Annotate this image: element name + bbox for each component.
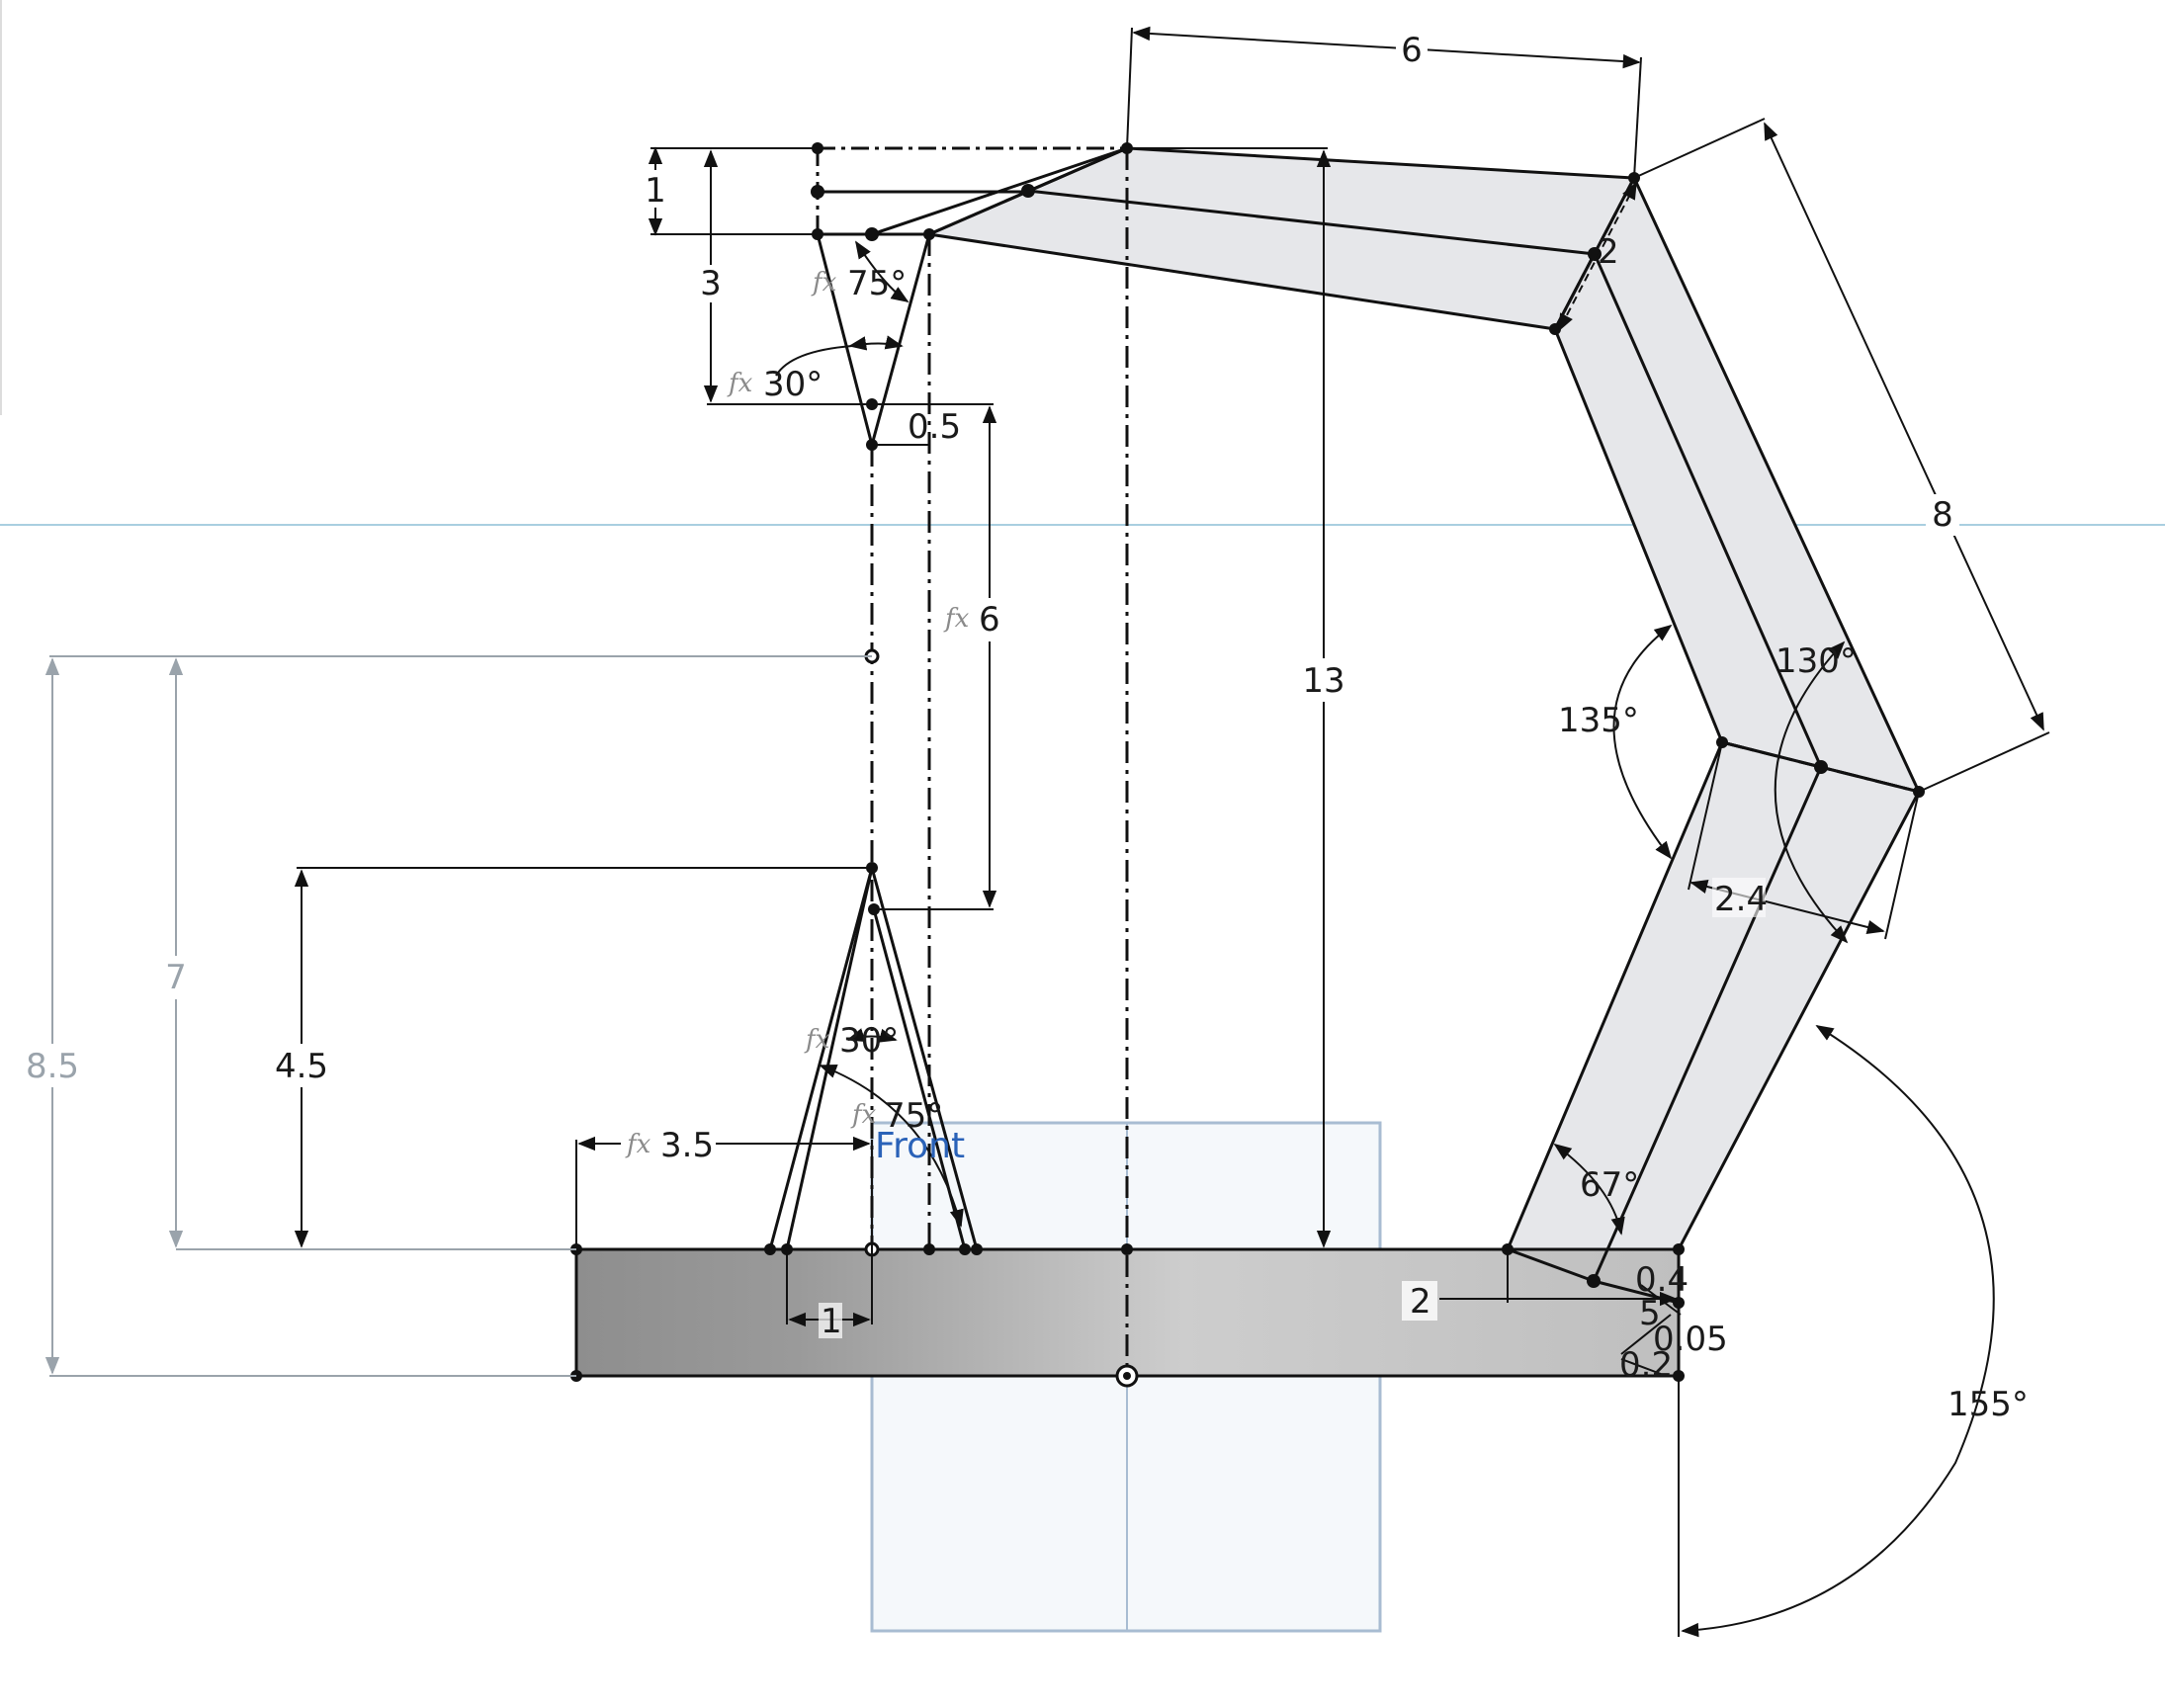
dim-right-ext1 [1633,118,1766,179]
front-plane-label[interactable]: Front [875,1126,965,1166]
dim-angle-bot-30-label[interactable]: 30° [839,1021,899,1061]
bottom-triangle-inner [785,867,874,1250]
dim-angle-top-30-label[interactable]: 30° [763,365,823,404]
dim-top-width-ext1 [1126,27,1133,149]
dim-right-2-label[interactable]: 2 [1598,232,1619,272]
dim-67-arc[interactable] [1553,1143,1625,1236]
dim-bottom-2-label[interactable]: 2 [1410,1282,1431,1322]
dim-top-30-arc[interactable] [848,335,904,351]
dim-right-2-line[interactable] [1558,181,1637,332]
dim-135-arc[interactable] [1612,624,1673,860]
dim-angle-top-75-label[interactable]: 75° [847,264,907,303]
fx-icon: fx [804,1025,830,1055]
dim-small-0-05-label[interactable]: 0.05 [1653,1320,1728,1359]
dim-small-cluster [1620,1284,1682,1375]
dim-bot-30-arc[interactable] [846,1028,898,1043]
dim-right-line[interactable] [1764,122,2044,731]
dim-top-width-line[interactable] [1132,26,1641,69]
dim-offset-label[interactable]: 0.5 [908,407,961,447]
fx-icon: fx [850,1100,877,1130]
dim-thickness-label[interactable]: 1 [645,171,666,211]
dim-top-75-arc[interactable] [855,240,909,302]
dim-155-arc[interactable] [1681,1025,1995,1638]
dim-angle-67-label[interactable]: 67° [1580,1165,1639,1205]
dim-top-width-label[interactable]: 6 [1401,31,1423,70]
fx-icon: fx [727,369,753,398]
top-arm-region[interactable] [923,146,1637,331]
dim-right-ext2 [1918,731,2050,793]
origin-point[interactable] [1115,1364,1139,1388]
dim-stem-label[interactable]: 6 [979,600,1000,640]
dim-depth-label[interactable]: 3 [700,264,722,303]
dim-top-width-ext2 [1633,56,1642,179]
dim-7-label[interactable]: 7 [165,958,187,997]
dim-offset-3-5-label[interactable]: 3.5 [660,1126,714,1165]
dimension-labels: 6 1 3 fx 75° fx 30° 0.5 fx 6 13 8 2 135°… [22,28,2029,1424]
inner-arm-line [1027,189,1823,1282]
fx-icon: fx [943,604,970,634]
dim-small-5-label[interactable]: 5 [1639,1294,1661,1333]
arm-bottom-edge [1507,1247,1595,1283]
fx-icon: fx [811,268,837,298]
dim-width-2-4-label[interactable]: 2.4 [1714,880,1768,919]
dim-angle-155-label[interactable]: 155° [1948,1385,2029,1424]
dim-130-arc[interactable] [1774,640,1849,944]
dim-bot-75-arc[interactable] [819,1065,964,1228]
dim-8-5-label[interactable]: 8.5 [26,1047,79,1086]
dim-width-1-label[interactable]: 1 [821,1302,842,1341]
fx-icon: fx [625,1130,651,1159]
dim-angle-130-label[interactable]: 130° [1775,641,1857,681]
dim-height-label[interactable]: 13 [1302,661,1344,701]
dim-small-0-2-label[interactable]: 0.2 [1619,1345,1673,1385]
dim-top-30-leader [775,345,853,377]
right-arm-lower-region[interactable] [1505,740,1922,1251]
dim-angle-bot-75-label[interactable]: 75° [884,1096,943,1136]
dim-2-4-ext2 [1884,791,1920,940]
dim-small-0-4-label[interactable]: 0.4 [1635,1260,1689,1300]
dim-right-length-label[interactable]: 8 [1932,495,1953,535]
dim-angle-135-label[interactable]: 135° [1558,701,1639,740]
dim-4-5-label[interactable]: 4.5 [275,1047,328,1086]
dim-2-4-ext1 [1688,741,1723,891]
